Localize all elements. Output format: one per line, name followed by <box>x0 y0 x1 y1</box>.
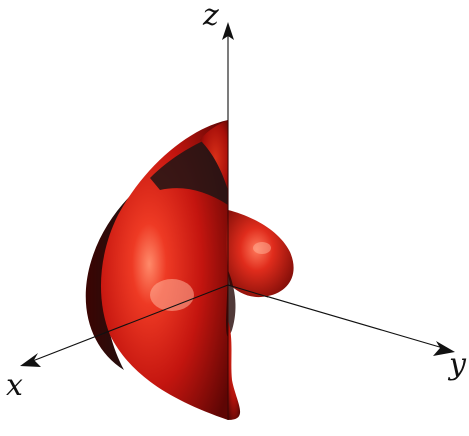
x-axis-label: x <box>6 368 23 403</box>
z-axis-label: z <box>202 0 219 33</box>
axes-front <box>29 284 269 363</box>
axes-back <box>227 34 444 349</box>
surface-highlight-bulge <box>253 242 271 254</box>
arrowheads <box>20 22 455 367</box>
surface-lower-tail <box>228 320 241 420</box>
x-arrow-icon <box>20 353 41 367</box>
surface-dark-band <box>150 132 228 205</box>
surface <box>85 120 294 420</box>
y-axis-front-segment <box>227 284 269 298</box>
z-arrow-icon <box>222 22 234 40</box>
y-arrow-icon <box>433 341 455 356</box>
surface-front-lobe <box>100 120 228 420</box>
x-axis-line <box>29 284 229 363</box>
y-axis-label: y <box>447 347 467 382</box>
surface-top-right <box>200 120 228 190</box>
